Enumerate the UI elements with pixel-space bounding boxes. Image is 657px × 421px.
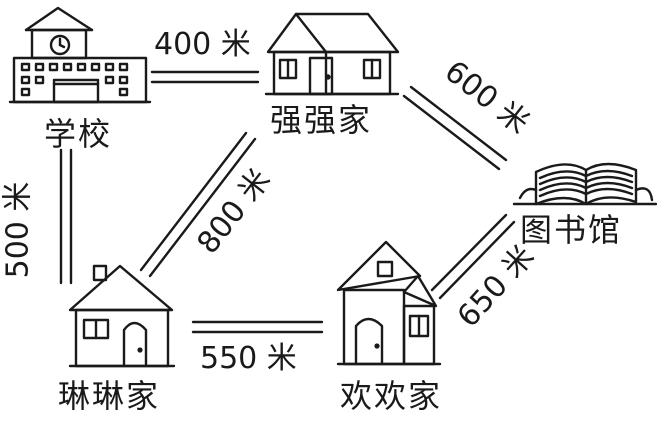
road-qiangqiang-library [402, 85, 508, 171]
qiangqiang-home-label: 强强家 [270, 101, 373, 139]
road-huanhuan-library [430, 213, 516, 300]
school-label: 学校 [44, 115, 113, 153]
qiangqiang-house-icon [264, 12, 400, 96]
road-linlin-huanhuan [191, 320, 324, 334]
linlin-home-label: 琳琳家 [58, 377, 161, 415]
linlin-house-icon [68, 264, 176, 368]
road-school-qiangqiang [150, 70, 260, 84]
school-building-icon [8, 6, 152, 104]
distance-school-qiangqiang: 400 米 [154, 27, 251, 62]
distance-linlin-huanhuan: 550 米 [200, 341, 297, 376]
library-books-icon [512, 162, 657, 206]
road-school-linlin [59, 148, 73, 285]
distance-school-linlin: 500 米 [0, 181, 36, 279]
road-linlin-qiangqiang [139, 131, 257, 278]
library-label: 图书馆 [520, 211, 623, 249]
huanhuan-home-label: 欢欢家 [340, 377, 443, 415]
huanhuan-house-icon [336, 240, 442, 366]
